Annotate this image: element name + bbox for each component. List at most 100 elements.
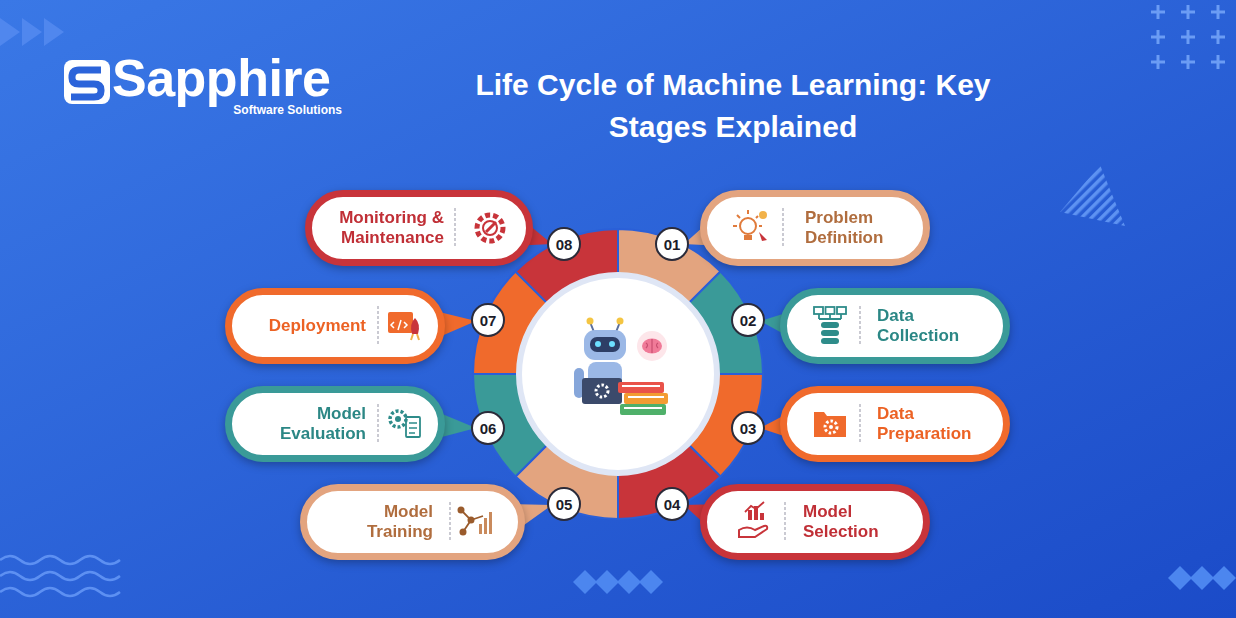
idea-icon	[740, 218, 756, 234]
training-icon	[458, 507, 465, 514]
logo-mark	[64, 60, 110, 104]
plus-decoration	[1151, 5, 1225, 69]
stage-pill: Model Evaluation	[225, 386, 445, 462]
pill-outline	[784, 390, 1007, 459]
step-number-circle: 04	[654, 486, 690, 522]
step-number-circle: 05	[546, 486, 582, 522]
diamond-decoration	[573, 566, 1236, 594]
robot-illustration	[617, 318, 624, 325]
stage-pill: Problem Definition	[700, 190, 930, 266]
brand-name: Sapphire	[112, 52, 352, 104]
diamond-decoration	[1190, 566, 1214, 590]
training-icon	[460, 529, 467, 536]
database-icon	[819, 314, 841, 319]
training-icon	[484, 518, 487, 534]
pill-outline	[309, 194, 530, 263]
robot-illustration	[596, 385, 608, 397]
evaluation-icon	[409, 423, 417, 433]
plus-decoration	[1151, 30, 1225, 44]
chevron-decoration	[0, 18, 64, 46]
robot-illustration	[620, 404, 666, 415]
stage-pill: Monitoring & Maintenance	[305, 190, 533, 266]
deploy-icon	[391, 320, 407, 330]
robot-illustration	[574, 318, 668, 416]
stage-name: Model Selection	[803, 502, 909, 543]
robot-illustration	[622, 386, 664, 408]
deploy-icon	[411, 334, 419, 340]
chart-icon	[754, 506, 758, 520]
robot-illustration	[646, 339, 658, 353]
maintenance-icon	[483, 221, 497, 235]
center-disc	[519, 275, 717, 473]
logo-mark	[71, 70, 101, 97]
database-icon	[814, 307, 823, 314]
diamond-decoration	[573, 570, 597, 594]
step-number-circle: 02	[730, 302, 766, 338]
step-number: 03	[730, 410, 766, 446]
training-icon	[461, 510, 483, 532]
plus-decoration	[1151, 55, 1225, 69]
idea-icon	[759, 232, 767, 241]
step-number: 08	[546, 226, 582, 262]
plus-decoration	[1151, 5, 1225, 19]
robot-illustration	[584, 330, 626, 360]
logo-mark	[64, 60, 110, 104]
stage-pill: Data Collection	[780, 288, 1010, 364]
step-number-circle: 07	[470, 302, 506, 338]
chart-icon	[760, 513, 764, 520]
database-icon	[837, 307, 846, 314]
evaluation-icon	[390, 411, 406, 427]
stage-pill: Deployment	[225, 288, 445, 364]
wave-decoration	[0, 556, 120, 596]
chevron-decoration	[44, 18, 64, 46]
chart-icon	[739, 526, 767, 537]
pill-outline	[704, 194, 927, 263]
stage-pill: Model Training	[300, 484, 525, 560]
folder-icon	[825, 421, 837, 433]
diamond-decoration	[617, 570, 641, 594]
pill-outline	[784, 292, 1007, 361]
diagram-title: Life Cycle of Machine Learning: Key Stag…	[455, 64, 1011, 148]
deploy-icon	[411, 318, 419, 334]
stage-pill: Data Preparation	[780, 386, 1010, 462]
chart-icon	[748, 510, 752, 520]
robot-illustration	[609, 341, 615, 347]
folder-icon	[814, 412, 846, 437]
deploy-icon	[388, 312, 419, 340]
step-number-circle: 03	[730, 410, 766, 446]
folder-icon	[814, 412, 846, 437]
training-icon	[468, 517, 475, 524]
stage-name: Model Training	[327, 502, 433, 543]
stage-name: Data Collection	[877, 306, 983, 347]
training-icon	[489, 512, 492, 534]
wave-decoration	[0, 556, 120, 564]
brand-tagline: Software Solutions	[192, 104, 342, 116]
idea-icon	[733, 210, 767, 241]
step-number-circle: 08	[546, 226, 582, 262]
evaluation-icon	[390, 411, 420, 437]
stage-name: Monitoring & Maintenance	[338, 208, 444, 249]
database-icon	[814, 307, 846, 344]
robot-illustration	[624, 393, 668, 404]
database-icon	[826, 307, 835, 314]
maintenance-icon	[477, 215, 503, 241]
robot-illustration	[590, 337, 620, 352]
robot-illustration	[642, 339, 662, 354]
chevron-decoration	[22, 18, 42, 46]
wave-decoration	[0, 572, 120, 580]
deploy-icon	[388, 312, 413, 333]
idea-icon	[733, 210, 762, 226]
step-number: 07	[470, 302, 506, 338]
chart-icon	[745, 502, 764, 512]
step-number: 04	[654, 486, 690, 522]
training-icon	[458, 507, 493, 536]
robot-illustration	[595, 341, 601, 347]
pill-outline	[229, 292, 442, 361]
stage-name: Deployment	[260, 316, 366, 336]
pill-outline	[229, 390, 442, 459]
step-number: 02	[730, 302, 766, 338]
stage-name: Data Preparation	[877, 404, 983, 445]
database-icon	[821, 330, 839, 336]
